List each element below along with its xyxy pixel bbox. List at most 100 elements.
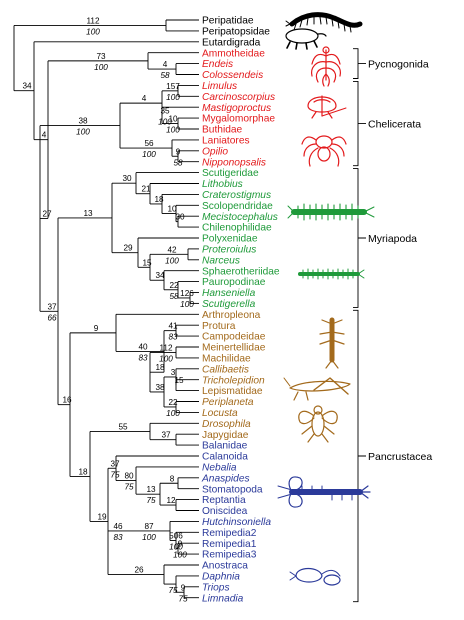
taxon-label: Colossendeis xyxy=(202,70,263,81)
taxon-label: Nipponopsalis xyxy=(202,157,266,168)
taxon-label: Limnadia xyxy=(202,593,244,604)
spider-icon xyxy=(301,135,347,167)
bremer-support-value: 38 xyxy=(78,117,88,126)
taxon-label: Balanidae xyxy=(202,441,248,452)
taxon-label: Scolopendridae xyxy=(202,201,273,212)
bremer-support-value: 16 xyxy=(62,396,72,405)
bootstrap-value: 58 xyxy=(169,292,179,301)
bremer-support-value: 80 xyxy=(124,472,134,481)
bremer-support-value: 34 xyxy=(22,82,32,91)
taxon-label: Eutardigrada xyxy=(202,37,261,48)
bremer-support-value: 34 xyxy=(155,271,165,280)
taxon-label: Lepismatidae xyxy=(202,386,263,397)
taxon-label: Craterostigmus xyxy=(202,190,271,201)
bremer-support-value: 38 xyxy=(155,383,165,392)
taxon-label: Limulus xyxy=(202,81,237,92)
taxon-label: Stomatopoda xyxy=(202,484,263,495)
taxon-label: Chilenophilidae xyxy=(202,223,272,234)
bremer-support-value: 46 xyxy=(113,522,123,531)
taxon-label: Campodeidae xyxy=(202,332,266,343)
bremer-support-value: 73 xyxy=(96,52,106,61)
bremer-support-value: 112 xyxy=(86,16,99,25)
bootstrap-value: 100 xyxy=(169,542,183,551)
taxon-label: Narceus xyxy=(202,255,240,266)
taxon-label: Endeis xyxy=(202,59,233,70)
bremer-support-value: 9 xyxy=(178,540,183,549)
bremer-support-value: 15 xyxy=(142,258,152,267)
taxon-label: Japygidae xyxy=(202,430,249,441)
taxon-label: Anostraca xyxy=(202,561,248,572)
bremer-support-value: 40 xyxy=(138,342,148,351)
sea-spider-icon xyxy=(311,46,341,87)
bootstrap-value: 75 xyxy=(178,594,188,603)
fly-icon xyxy=(298,405,338,443)
bristletail-icon xyxy=(319,317,345,369)
bremer-support-value: 15 xyxy=(174,376,184,385)
taxon-label: Hanseniella xyxy=(202,288,256,299)
bremer-support-value: 22 xyxy=(169,281,179,290)
bootstrap-value: 75 xyxy=(168,586,178,595)
bremer-support-value: 9 xyxy=(94,324,99,333)
taxon-label: Peripatopsidae xyxy=(202,27,270,38)
taxon-label: Scutigeridae xyxy=(202,168,259,179)
bremer-support-value: 4 xyxy=(163,60,168,69)
tree-branches xyxy=(13,19,199,599)
bremer-support-value: 41 xyxy=(168,322,178,331)
clade-bracket xyxy=(353,80,366,167)
bootstrap-value: 100 xyxy=(165,256,179,265)
clade-bracket xyxy=(353,309,366,603)
organism-illustrations xyxy=(277,12,375,586)
bootstrap-value: 75 xyxy=(146,496,156,505)
bootstrap-value: 100 xyxy=(180,300,194,309)
horseshoe-crab-icon xyxy=(307,95,347,119)
tardigrade-icon xyxy=(285,28,327,50)
bremer-support-value: 22 xyxy=(168,398,178,407)
clade-label: Pycnogonida xyxy=(368,59,429,71)
bremer-support-value: 56 xyxy=(144,139,154,148)
taxon-label: Callibaetis xyxy=(202,364,249,375)
bremer-support-value: 37 xyxy=(47,302,57,311)
taxon-label: Scutigerella xyxy=(202,299,256,310)
bootstrap-value: 83 xyxy=(168,333,178,342)
bootstrap-value: 100 xyxy=(158,117,172,126)
bootstrap-value: 66 xyxy=(47,313,57,322)
bremer-support-value: 26 xyxy=(134,566,144,575)
bremer-support-value: 18 xyxy=(78,467,88,476)
taxon-label: Meinertellidae xyxy=(202,343,266,354)
taxon-label: Mastigoproctus xyxy=(202,103,271,114)
support-values: 1121004587310015710010100351004958561003… xyxy=(22,16,194,603)
bootstrap-value: 100 xyxy=(159,354,173,363)
taxon-label: Drosophila xyxy=(202,419,251,430)
bremer-support-value: 4 xyxy=(142,94,147,103)
clade-label: Chelicerata xyxy=(368,119,421,131)
taxon-label: Sphaerotheriidae xyxy=(202,266,280,277)
clade-bracket xyxy=(353,168,366,308)
bootstrap-value: 100 xyxy=(142,150,156,159)
taxon-label: Carcinoscorpius xyxy=(202,92,275,103)
bremer-support-value: 55 xyxy=(118,422,128,431)
centipede-icon xyxy=(287,203,375,221)
bremer-support-value: 9 xyxy=(176,147,181,156)
bremer-support-value: 18 xyxy=(155,363,165,372)
bootstrap-value: 83 xyxy=(113,533,123,542)
taxon-label: Triops xyxy=(202,582,230,593)
bootstrap-value: 100 xyxy=(166,409,180,418)
taxon-label: Remipedia3 xyxy=(202,550,257,561)
taxon-label: Locusta xyxy=(202,408,238,419)
bootstrap-value: 100 xyxy=(76,128,90,137)
taxon-label: Opilio xyxy=(202,146,228,157)
bremer-support-value: 9 xyxy=(181,583,186,592)
bremer-support-value: 21 xyxy=(141,185,151,194)
bremer-support-value: 30 xyxy=(122,174,132,183)
clade-label: Myriapoda xyxy=(368,233,417,245)
taxon-label: Peripatidae xyxy=(202,16,254,27)
taxon-label: Hutchinsoniella xyxy=(202,517,271,528)
bootstrap-value: 58 xyxy=(173,158,183,167)
bremer-support-value: 30 xyxy=(175,213,185,222)
bremer-support-value: 29 xyxy=(123,244,133,253)
bootstrap-value: 100 xyxy=(166,126,180,135)
bremer-support-value: 35 xyxy=(160,106,170,115)
bremer-support-value: 87 xyxy=(144,522,154,531)
bremer-support-value: 18 xyxy=(154,195,164,204)
